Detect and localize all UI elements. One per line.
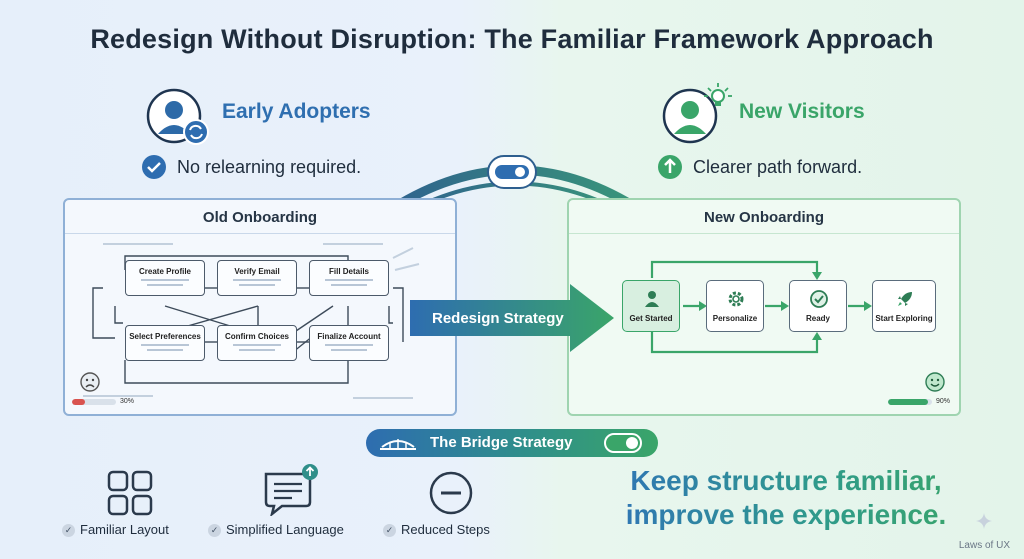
persona-title-early-adopters: Early Adopters — [222, 100, 371, 123]
old-progress-fill — [72, 399, 86, 405]
old-step-confirm-choices: Confirm Choices — [217, 325, 297, 361]
gear-icon — [728, 291, 744, 307]
new-step-label: Start Exploring — [875, 314, 933, 323]
new-step-label: Ready — [805, 314, 830, 323]
old-step-fill-details: Fill Details — [309, 260, 389, 296]
arrow-up-circle-icon — [658, 155, 682, 179]
feature-reduced-steps: ✓ Reduced Steps — [383, 522, 490, 538]
check-icon: ✓ — [383, 524, 396, 538]
minus-circle-icon — [429, 471, 473, 515]
new-progress-label: 90% — [936, 398, 951, 405]
old-progress-bar — [72, 399, 116, 405]
old-step-label: Fill Details — [328, 267, 369, 276]
sparkle-icon — [976, 513, 992, 529]
persona-note-right: Clearer path forward. — [693, 157, 863, 177]
old-panel-header: Old Onboarding — [65, 200, 455, 234]
old-step-select-preferences: Select Preferences — [125, 325, 205, 361]
bridge-icon — [380, 439, 416, 450]
page-title: Redesign Without Disruption: The Familia… — [90, 24, 934, 54]
new-step-ready: Ready — [789, 280, 847, 332]
new-step-label: Personalize — [712, 314, 758, 323]
old-onboarding-panel: Old Onboarding — [63, 198, 457, 416]
bridge-toggle-icon — [487, 155, 537, 189]
frown-face-icon — [80, 372, 100, 392]
new-step-get-started: Get Started — [622, 280, 680, 332]
new-panel-header: New Onboarding — [569, 200, 959, 234]
old-step-label: Create Profile — [138, 267, 192, 276]
old-step-label: Finalize Account — [317, 332, 381, 341]
user-lightbulb-icon — [662, 83, 732, 144]
persona-title-new-visitors: New Visitors — [739, 100, 865, 123]
old-panel-title: Old Onboarding — [202, 209, 318, 226]
check-circle-icon — [142, 155, 166, 179]
new-panel-title: New Onboarding — [704, 209, 824, 226]
tagline-line-2: improve the experience. — [625, 499, 947, 530]
feature-simplified-language: ✓ Simplified Language — [208, 522, 344, 538]
user-refresh-icon — [146, 88, 209, 145]
check-circle-icon — [810, 290, 828, 308]
old-step-label: Verify Email — [234, 267, 280, 276]
old-step-label: Select Preferences — [129, 332, 201, 341]
feature-label: Familiar Layout — [80, 522, 169, 537]
chat-bubble-icon — [264, 464, 318, 516]
redesign-strategy-arrow — [410, 284, 614, 352]
old-step-verify-email: Verify Email — [217, 260, 297, 296]
bridge-strategy-label: The Bridge Strategy — [430, 434, 573, 451]
old-flow-connectors — [83, 243, 420, 399]
feature-familiar-layout: ✓ Familiar Layout — [62, 522, 169, 538]
redesign-strategy-label: Redesign Strategy — [432, 310, 564, 327]
new-progress-bar — [888, 399, 932, 405]
smile-face-icon — [925, 372, 945, 392]
old-step-finalize-account: Finalize Account — [309, 325, 389, 361]
tagline-line-1: Keep structure familiar, — [630, 465, 942, 496]
check-icon: ✓ — [208, 524, 221, 538]
old-progress-label: 30% — [120, 398, 135, 405]
new-step-personalize: Personalize — [706, 280, 764, 332]
feature-label: Reduced Steps — [401, 522, 490, 537]
rocket-icon — [898, 292, 912, 306]
old-step-label: Confirm Choices — [224, 332, 289, 341]
old-step-create-profile: Create Profile — [125, 260, 205, 296]
user-icon — [645, 291, 659, 307]
new-progress-fill — [888, 399, 928, 405]
new-step-start-exploring: Start Exploring — [872, 280, 936, 332]
grid-layout-icon — [107, 470, 153, 516]
check-icon: ✓ — [62, 524, 75, 538]
persona-note-left: No relearning required. — [177, 157, 362, 177]
credit-label: Laws of UX — [958, 540, 1010, 551]
feature-label: Simplified Language — [226, 522, 344, 537]
tagline: Keep structure familiar, improve the exp… — [596, 464, 976, 532]
new-flow-connectors — [650, 260, 872, 354]
new-step-label: Get Started — [629, 314, 673, 323]
toggle-icon — [604, 433, 642, 453]
